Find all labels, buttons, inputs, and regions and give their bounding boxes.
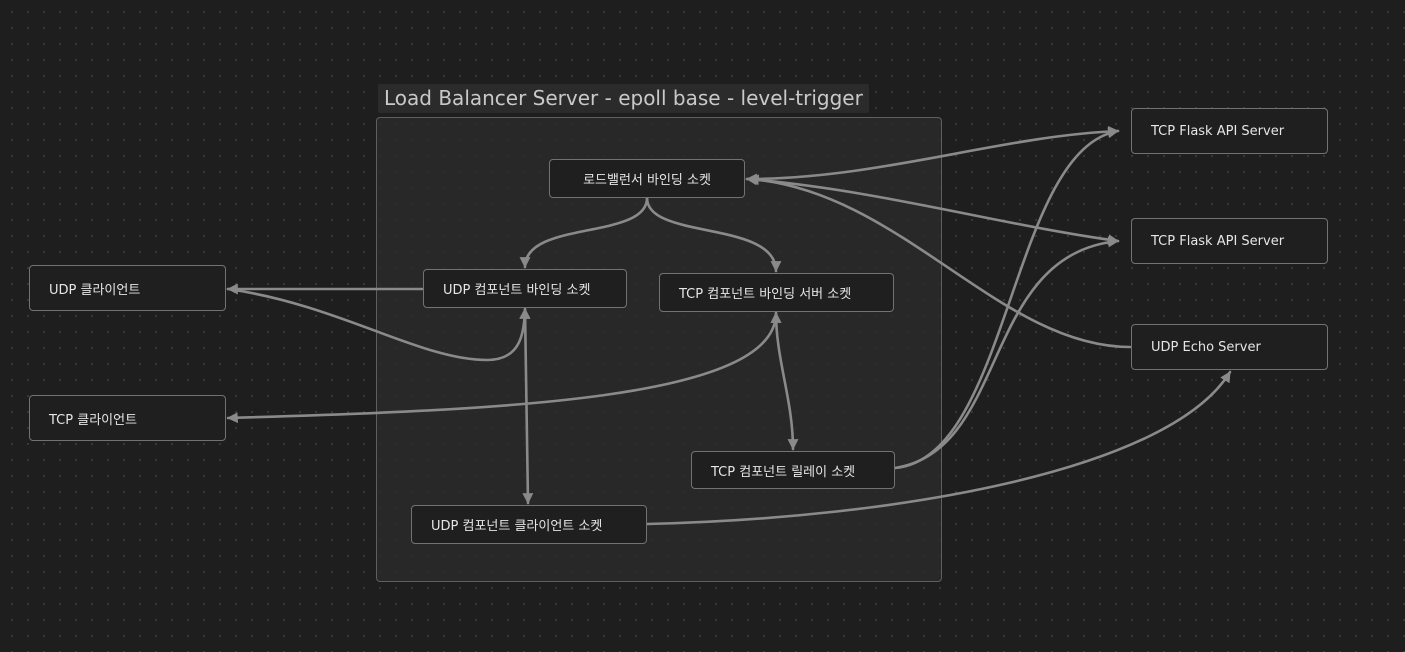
node-tcp-client[interactable]: TCP 클라이언트 <box>29 395 226 441</box>
edge-udp-client-sock-to-udp-echo <box>645 370 1232 526</box>
node-udp-echo-server[interactable]: UDP Echo Server <box>1131 324 1328 370</box>
node-tcp-flask-api-server-1[interactable]: TCP Flask API Server <box>1131 108 1328 154</box>
node-lb-binding-socket[interactable]: 로드밸런서 바인딩 소켓 <box>549 159 745 198</box>
edge-udp-echo-to-lb <box>747 174 1132 349</box>
edge-tcp-relay-to-flask1 <box>893 127 1120 470</box>
edge-lb-to-tcp-bind <box>645 196 782 273</box>
group-title: Load Balancer Server - epoll base - leve… <box>378 84 869 113</box>
node-tcp-binding-server-socket[interactable]: TCP 컴포넌트 바인딩 서버 소켓 <box>659 273 894 312</box>
node-tcp-flask-api-server-2[interactable]: TCP Flask API Server <box>1131 218 1328 264</box>
edge-tcp-bind-tcp-relay <box>770 311 799 451</box>
node-udp-binding-socket[interactable]: UDP 컴포넌트 바인딩 소켓 <box>423 269 627 308</box>
edge-tcp-bind-tcp-client <box>226 311 782 424</box>
edge-tcp-relay-to-flask2 <box>893 236 1120 470</box>
node-udp-client-socket[interactable]: UDP 컴포넌트 클라이언트 소켓 <box>411 505 647 544</box>
edge-lb-flask1 <box>745 125 1120 185</box>
edge-udp-bind-udp-client-sock <box>519 307 534 505</box>
node-udp-client[interactable]: UDP 클라이언트 <box>29 265 226 311</box>
node-tcp-relay-socket[interactable]: TCP 컴포넌트 릴레이 소켓 <box>691 451 895 489</box>
edge-lb-flask2 <box>745 174 1120 246</box>
edge-lb-to-udp-bind <box>519 196 649 269</box>
